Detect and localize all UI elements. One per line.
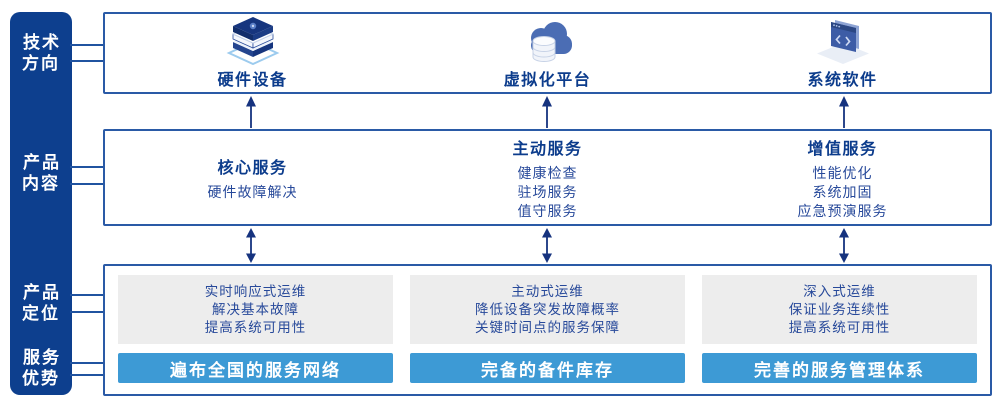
sidebar: 技术 方向 产品 内容 产品 定位 服务 优势 (10, 12, 72, 395)
positioning-points-panel: 实时响应式运维 解决基本故障 提高系统可用性 (118, 275, 393, 344)
tech-direction-panel: 硬件设备 虚拟化平台 (103, 12, 992, 94)
service-item: 性能优化 (812, 164, 873, 181)
point-line: 关键时间点的服务保障 (475, 319, 620, 335)
service-group-title: 核心服务 (217, 159, 288, 177)
service-group-proactive: 主动服务 健康检查 驻场服务 值守服务 (400, 131, 695, 224)
tech-item-label: 虚拟化平台 (503, 71, 592, 89)
product-content-panel: 核心服务 硬件故障解决 主动服务 健康检查 驻场服务 值守服务 增值服务 性能优… (103, 129, 992, 226)
service-group-value-added: 增值服务 性能优化 系统加固 应急预演服务 (695, 131, 990, 224)
connector-line (70, 60, 104, 62)
cloud-database-icon (530, 21, 572, 62)
service-item: 系统加固 (812, 183, 873, 200)
double-arrow-icon (838, 228, 849, 263)
positioning-points-panel: 主动式运维 降低设备突发故障概率 关键时间点的服务保障 (410, 275, 685, 344)
arrows-services-to-tech (103, 96, 992, 128)
arrow-cell (103, 96, 399, 128)
service-group-title: 主动服务 (512, 140, 583, 158)
double-arrow-icon (246, 228, 257, 263)
point-line: 降低设备突发故障概率 (475, 301, 620, 317)
point-line: 实时响应式运维 (204, 283, 307, 299)
connector-line (70, 44, 104, 46)
service-item: 驻场服务 (517, 183, 578, 200)
tech-item-system-software: 系统软件 (695, 17, 990, 90)
arrow-cell (103, 228, 399, 263)
point-line: 保证业务连续性 (788, 301, 891, 317)
sidebar-label-product-content: 产品 内容 (22, 153, 61, 193)
sidebar-label-service-advantage: 服务 优势 (22, 348, 61, 388)
arrow-cell (399, 96, 695, 128)
service-group-title: 增值服务 (807, 140, 878, 158)
service-group-core: 核心服务 硬件故障解决 (105, 131, 400, 224)
connector-line (70, 183, 104, 185)
up-arrow-icon (542, 96, 553, 128)
advantage-banner: 完善的服务管理体系 (702, 353, 977, 383)
positioning-column: 深入式运维 保证业务连续性 提高系统可用性 完善的服务管理体系 (702, 275, 977, 383)
server-stack-icon (226, 16, 279, 65)
advantage-banner: 遍布全国的服务网络 (118, 353, 393, 383)
code-window-icon (816, 19, 869, 64)
service-item: 应急预演服务 (797, 202, 888, 219)
connector-line (70, 294, 104, 296)
positioning-column: 实时响应式运维 解决基本故障 提高系统可用性 遍布全国的服务网络 (118, 275, 393, 383)
tech-item-hardware: 硬件设备 (105, 16, 400, 90)
tech-item-label: 硬件设备 (217, 71, 288, 89)
arrows-services-to-positioning (103, 228, 992, 263)
service-item: 值守服务 (517, 202, 578, 219)
connector-line (70, 311, 104, 313)
advantage-banner: 完备的备件库存 (410, 353, 685, 383)
tech-item-label: 系统软件 (807, 71, 878, 89)
point-line: 解决基本故障 (212, 301, 299, 317)
arrow-cell (696, 228, 992, 263)
service-item: 健康检查 (517, 164, 578, 181)
up-arrow-icon (838, 96, 849, 128)
arrow-cell (696, 96, 992, 128)
connector-line (70, 166, 104, 168)
connector-line (70, 374, 104, 376)
connector-line (70, 362, 104, 364)
up-arrow-icon (246, 96, 257, 128)
point-line: 提高系统可用性 (204, 319, 307, 335)
sidebar-label-tech-direction: 技术 方向 (22, 33, 61, 73)
double-arrow-icon (542, 228, 553, 263)
point-line: 主动式运维 (511, 283, 584, 299)
positioning-panel: 实时响应式运维 解决基本故障 提高系统可用性 遍布全国的服务网络 主动式运维 降… (103, 264, 992, 396)
positioning-column: 主动式运维 降低设备突发故障概率 关键时间点的服务保障 完备的备件库存 (410, 275, 685, 383)
tech-item-virtualization: 虚拟化平台 (400, 17, 695, 90)
service-item: 硬件故障解决 (207, 183, 298, 200)
arrow-cell (399, 228, 695, 263)
point-line: 提高系统可用性 (788, 319, 891, 335)
sidebar-label-product-positioning: 产品 定位 (22, 283, 61, 323)
point-line: 深入式运维 (803, 283, 876, 299)
positioning-points-panel: 深入式运维 保证业务连续性 提高系统可用性 (702, 275, 977, 344)
